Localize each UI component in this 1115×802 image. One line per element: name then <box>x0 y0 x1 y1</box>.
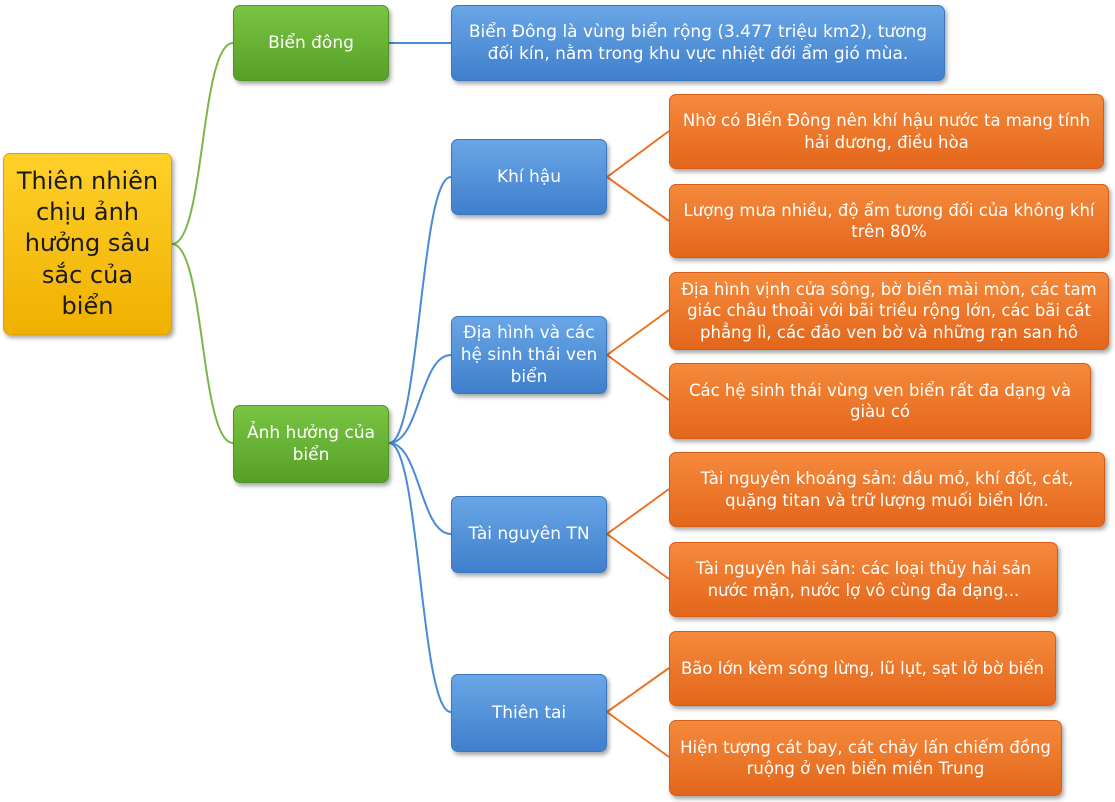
leaf-tai-nguyen-1: Tài nguyên khoáng sản: dầu mỏ, khí đốt, … <box>669 452 1105 527</box>
leaf-khi-hau-1: Nhờ có Biển Đông nên khí hậu nước ta man… <box>669 94 1104 169</box>
branch-bien-dong: Biển đông <box>233 5 389 81</box>
leaf-dia-hinh-2: Các hệ sinh thái vùng ven biển rất đa dạ… <box>669 363 1091 439</box>
leaf-tai-nguyen-1-text: Tài nguyên khoáng sản: dầu mỏ, khí đốt, … <box>700 469 1074 510</box>
branch-bien-dong-label: Biển đông <box>268 32 354 53</box>
leaf-dia-hinh-2-text: Các hệ sinh thái vùng ven biển rất đa dạ… <box>688 380 1071 421</box>
leaf-dia-hinh-1-text: Địa hình vịnh cửa sông, bờ biển mài mòn,… <box>681 279 1097 342</box>
root-node: Thiên nhiên chịu ảnh hưởng sâu sắc của b… <box>3 153 172 335</box>
link-khi-hau-1 <box>606 130 670 178</box>
branch-anh-huong-label: Ảnh hưởng của biển <box>246 422 376 465</box>
bien-dong-description: Biển Đông là vùng biển rộng (3.477 triệu… <box>451 5 945 81</box>
link-dia-hinh-1 <box>606 309 670 356</box>
branch-anh-huong-cua-bien: Ảnh hưởng của biển <box>233 405 389 483</box>
bien-dong-description-text: Biển Đông là vùng biển rộng (3.477 triệu… <box>468 21 928 64</box>
topic-thien-tai-label: Thiên tai <box>491 702 567 723</box>
link-root-anh-huong <box>171 243 234 444</box>
link-anh-huong-dia-hinh <box>388 354 452 444</box>
leaf-thien-tai-2-text: Hiện tượng cát bay, cát chảy lấn chiếm đ… <box>680 737 1051 778</box>
topic-tai-nguyen: Tài nguyên TN <box>451 496 607 573</box>
link-anh-huong-khi-hau <box>388 176 452 444</box>
link-root-bien-dong <box>171 42 234 245</box>
topic-khi-hau-label: Khí hậu <box>496 166 561 187</box>
leaf-dia-hinh-1: Địa hình vịnh cửa sông, bờ biển mài mòn,… <box>669 272 1109 350</box>
leaf-tai-nguyen-2-text: Tài nguyên hải sản: các loại thủy hải sả… <box>695 559 1032 600</box>
leaf-khi-hau-2-text: Lượng mưa nhiều, độ ẩm tương đối của khô… <box>683 200 1095 241</box>
link-tai-nguyen-2 <box>606 533 670 580</box>
leaf-thien-tai-2: Hiện tượng cát bay, cát chảy lấn chiếm đ… <box>669 720 1062 796</box>
link-anh-huong-tai-nguyen <box>388 442 452 535</box>
link-thien-tai-2 <box>606 711 670 758</box>
topic-dia-hinh-label: Địa hình và các hệ sinh thái ven biển <box>460 322 598 388</box>
leaf-khi-hau-1-text: Nhờ có Biển Đông nên khí hậu nước ta man… <box>682 111 1091 152</box>
leaf-khi-hau-2: Lượng mưa nhiều, độ ẩm tương đối của khô… <box>669 184 1109 258</box>
leaf-tai-nguyen-2: Tài nguyên hải sản: các loại thủy hải sả… <box>669 542 1058 617</box>
root-label: Thiên nhiên chịu ảnh hưởng sâu sắc của b… <box>16 167 159 320</box>
topic-thien-tai: Thiên tai <box>451 674 607 752</box>
topic-khi-hau: Khí hậu <box>451 139 607 215</box>
leaf-thien-tai-1: Bão lớn kèm sóng lừng, lũ lụt, sạt lở bờ… <box>669 631 1056 706</box>
topic-dia-hinh: Địa hình và các hệ sinh thái ven biển <box>451 316 607 394</box>
link-anh-huong-thien-tai <box>388 442 452 713</box>
link-khi-hau-2 <box>606 176 670 222</box>
leaf-thien-tai-1-text: Bão lớn kèm sóng lừng, lũ lụt, sạt lở bờ… <box>680 658 1045 678</box>
link-thien-tai-1 <box>606 667 670 713</box>
link-tai-nguyen-1 <box>606 488 670 535</box>
topic-tai-nguyen-label: Tài nguyên TN <box>468 524 590 545</box>
link-dia-hinh-2 <box>606 354 670 401</box>
